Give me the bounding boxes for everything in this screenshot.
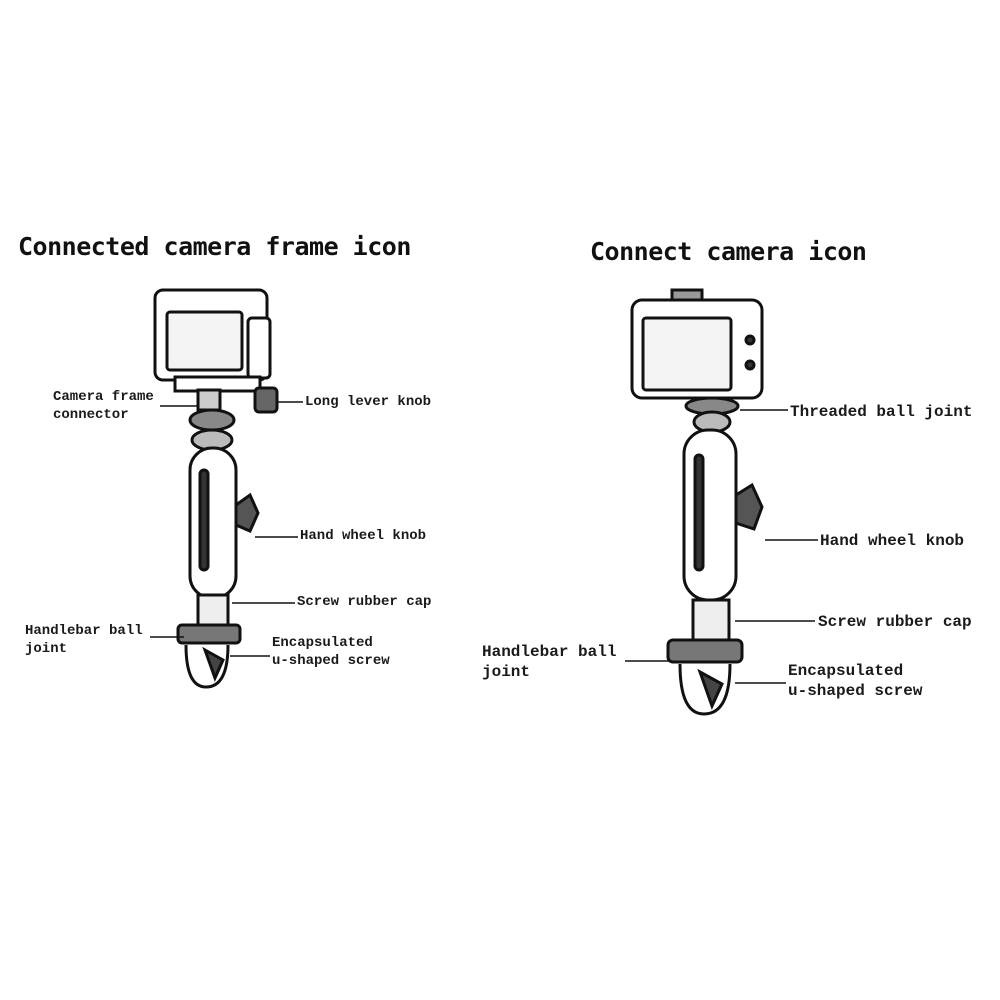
label-line: Encapsulated	[788, 662, 904, 680]
label-screw-rubber-cap: Screw rubber cap	[818, 613, 972, 631]
label-u-shaped-screw: Encapsulated u-shaped screw	[788, 661, 922, 701]
right-diagram-title: Connect camera icon	[590, 237, 867, 266]
label-hand-wheel-knob: Hand wheel knob	[300, 528, 427, 544]
left-mount-illustration	[153, 288, 279, 689]
label-line: Handlebar ball	[25, 623, 143, 639]
label-line: joint	[25, 640, 68, 657]
label-line: joint	[482, 663, 531, 681]
leader-lines	[150, 401, 818, 684]
label-camera-frame-connector: Camera frame connector	[53, 389, 154, 424]
label-screw-rubber-cap: Screw rubber cap	[297, 594, 432, 610]
left-diagram-title: Connected camera frame icon	[18, 232, 411, 261]
right-mount-illustration	[630, 288, 764, 716]
label-hand-wheel-knob: Hand wheel knob	[820, 532, 965, 550]
label-line: Encapsulated	[272, 635, 373, 651]
label-line: u-shaped screw	[788, 682, 923, 700]
label-u-shaped-screw: Encapsulated u-shaped screw	[272, 635, 390, 670]
label-line: connector	[53, 406, 129, 423]
label-line: u-shaped screw	[272, 652, 390, 669]
label-long-lever-knob: Long lever knob	[305, 394, 432, 410]
label-threaded-ball-joint: Threaded ball joint	[790, 403, 973, 421]
label-handlebar-ball-joint: Handlebar ball joint	[482, 642, 616, 682]
label-line: Handlebar ball	[482, 643, 617, 661]
label-line: Camera frame	[53, 389, 154, 405]
label-handlebar-ball-joint: Handlebar ball joint	[25, 623, 143, 658]
